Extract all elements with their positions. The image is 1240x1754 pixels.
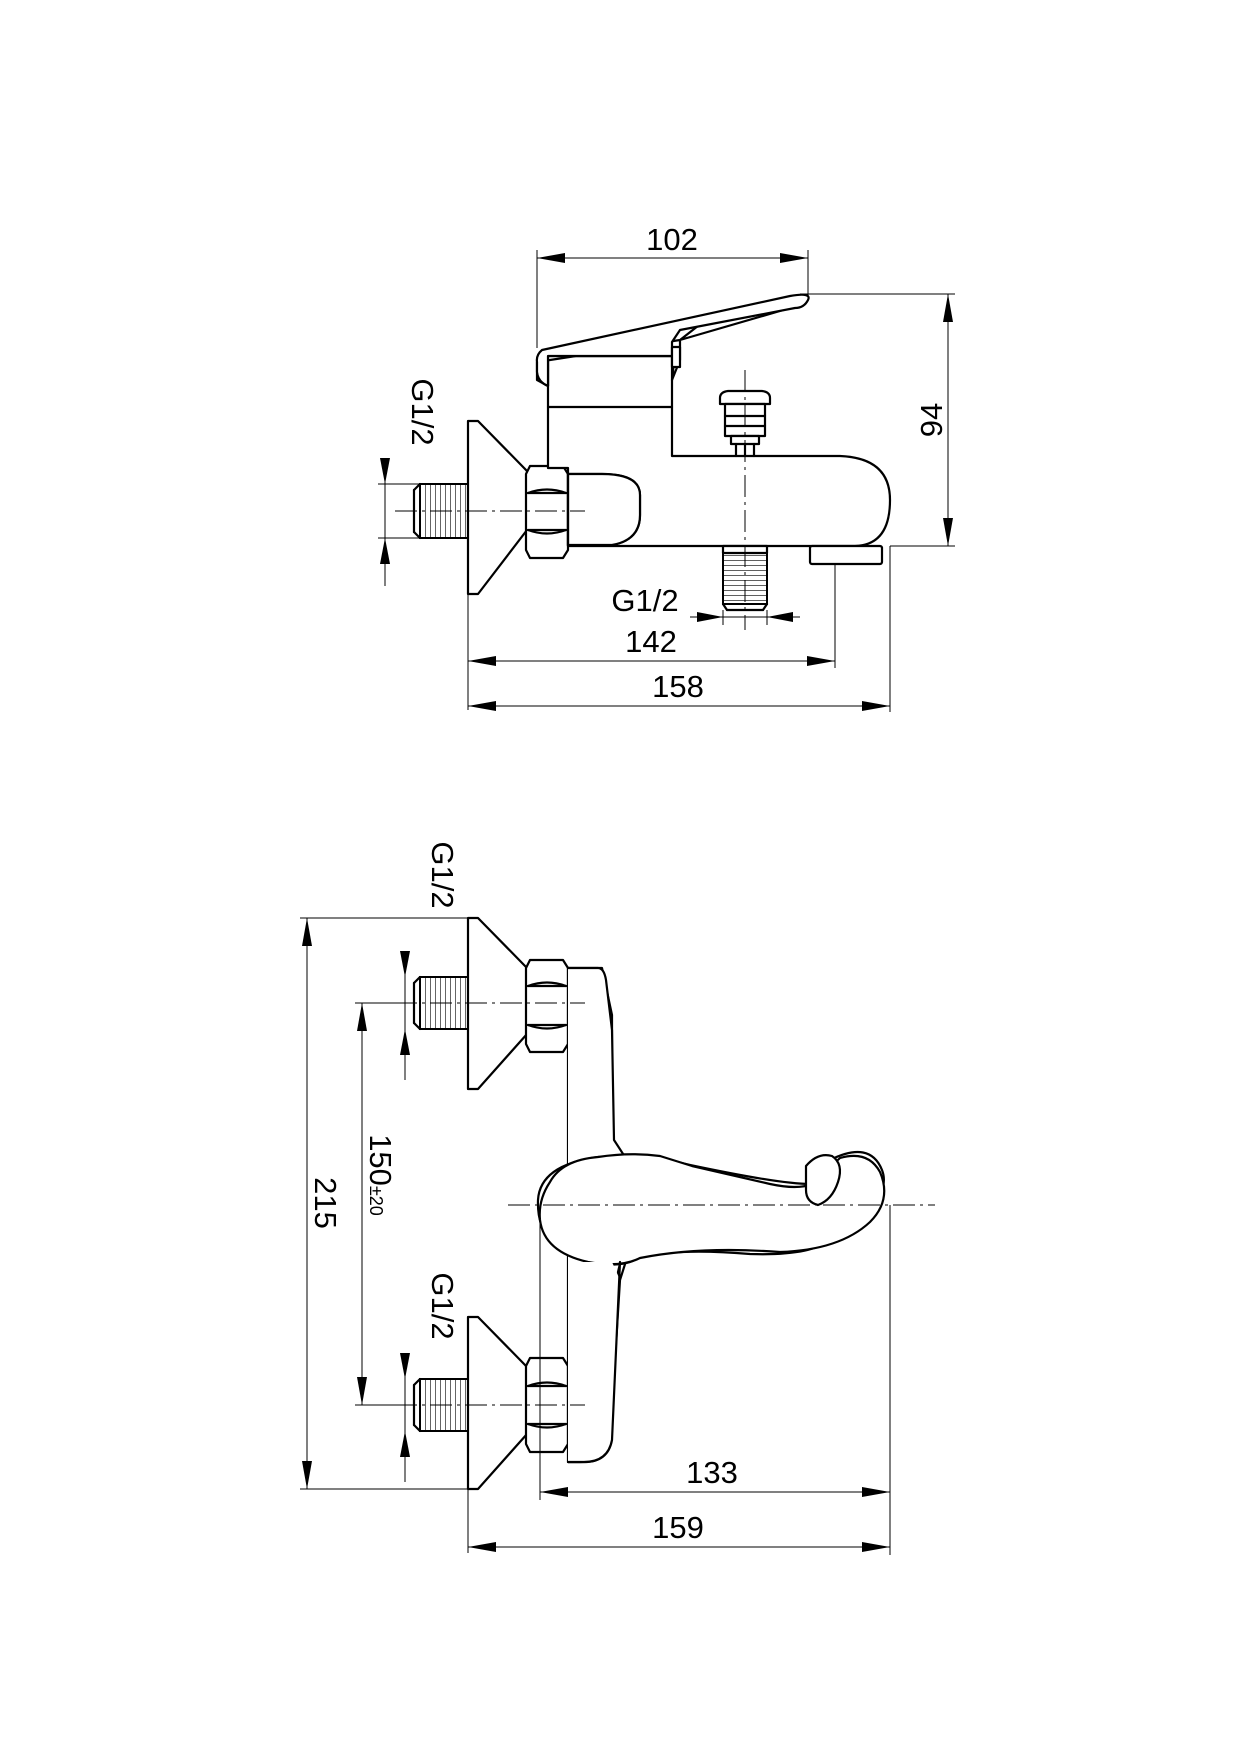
dim-150-tolerance: ±20 bbox=[366, 1186, 386, 1216]
side-hex-nut bbox=[524, 464, 570, 560]
side-view: 102 94 G1/2 G1/2 bbox=[378, 222, 955, 712]
dim-133: 133 bbox=[539, 1205, 891, 1555]
front-upper-thread-label: G1/2 bbox=[425, 841, 460, 908]
front-lower-thread-callout: G1/2 bbox=[400, 1272, 460, 1482]
dim-215: 215 bbox=[300, 917, 468, 1490]
front-lever-handle bbox=[536, 1150, 886, 1464]
svg-text:150±20: 150±20 bbox=[363, 1134, 398, 1216]
front-view: 215 150±20 G1/2 G1/2 bbox=[300, 841, 935, 1555]
dim-142-label: 142 bbox=[625, 624, 677, 659]
dim-94-label: 94 bbox=[914, 403, 949, 437]
side-spout-aerator bbox=[808, 544, 884, 566]
dim-158: 158 bbox=[468, 546, 891, 712]
front-lower-thread-label: G1/2 bbox=[425, 1272, 460, 1339]
dim-150: 150±20 bbox=[355, 1002, 400, 1406]
side-outlet-thread-callout: G1/2 bbox=[611, 583, 800, 625]
front-upper-thread-callout: G1/2 bbox=[400, 841, 460, 1080]
dim-159-label: 159 bbox=[652, 1510, 704, 1545]
side-lever-handle bbox=[535, 293, 810, 388]
dim-159: 159 bbox=[467, 1489, 890, 1553]
front-lower-flange bbox=[466, 1315, 529, 1491]
dim-133-label: 133 bbox=[686, 1455, 738, 1490]
side-inlet-thread-callout: G1/2 bbox=[378, 378, 440, 586]
dim-102: 102 bbox=[536, 222, 809, 348]
side-inlet-thread-label: G1/2 bbox=[405, 378, 440, 445]
dim-215-label: 215 bbox=[308, 1177, 343, 1229]
side-mixer-body bbox=[546, 354, 892, 548]
dim-102-label: 102 bbox=[646, 222, 698, 257]
dim-158-label: 158 bbox=[652, 669, 704, 704]
side-outlet-thread-label: G1/2 bbox=[611, 583, 678, 618]
dim-94: 94 bbox=[800, 293, 955, 547]
dim-150-label: 150 bbox=[363, 1134, 398, 1186]
front-upper-hex-nut bbox=[524, 958, 570, 1054]
side-wall-flange bbox=[466, 419, 529, 596]
dim-142: 142 bbox=[467, 564, 836, 710]
